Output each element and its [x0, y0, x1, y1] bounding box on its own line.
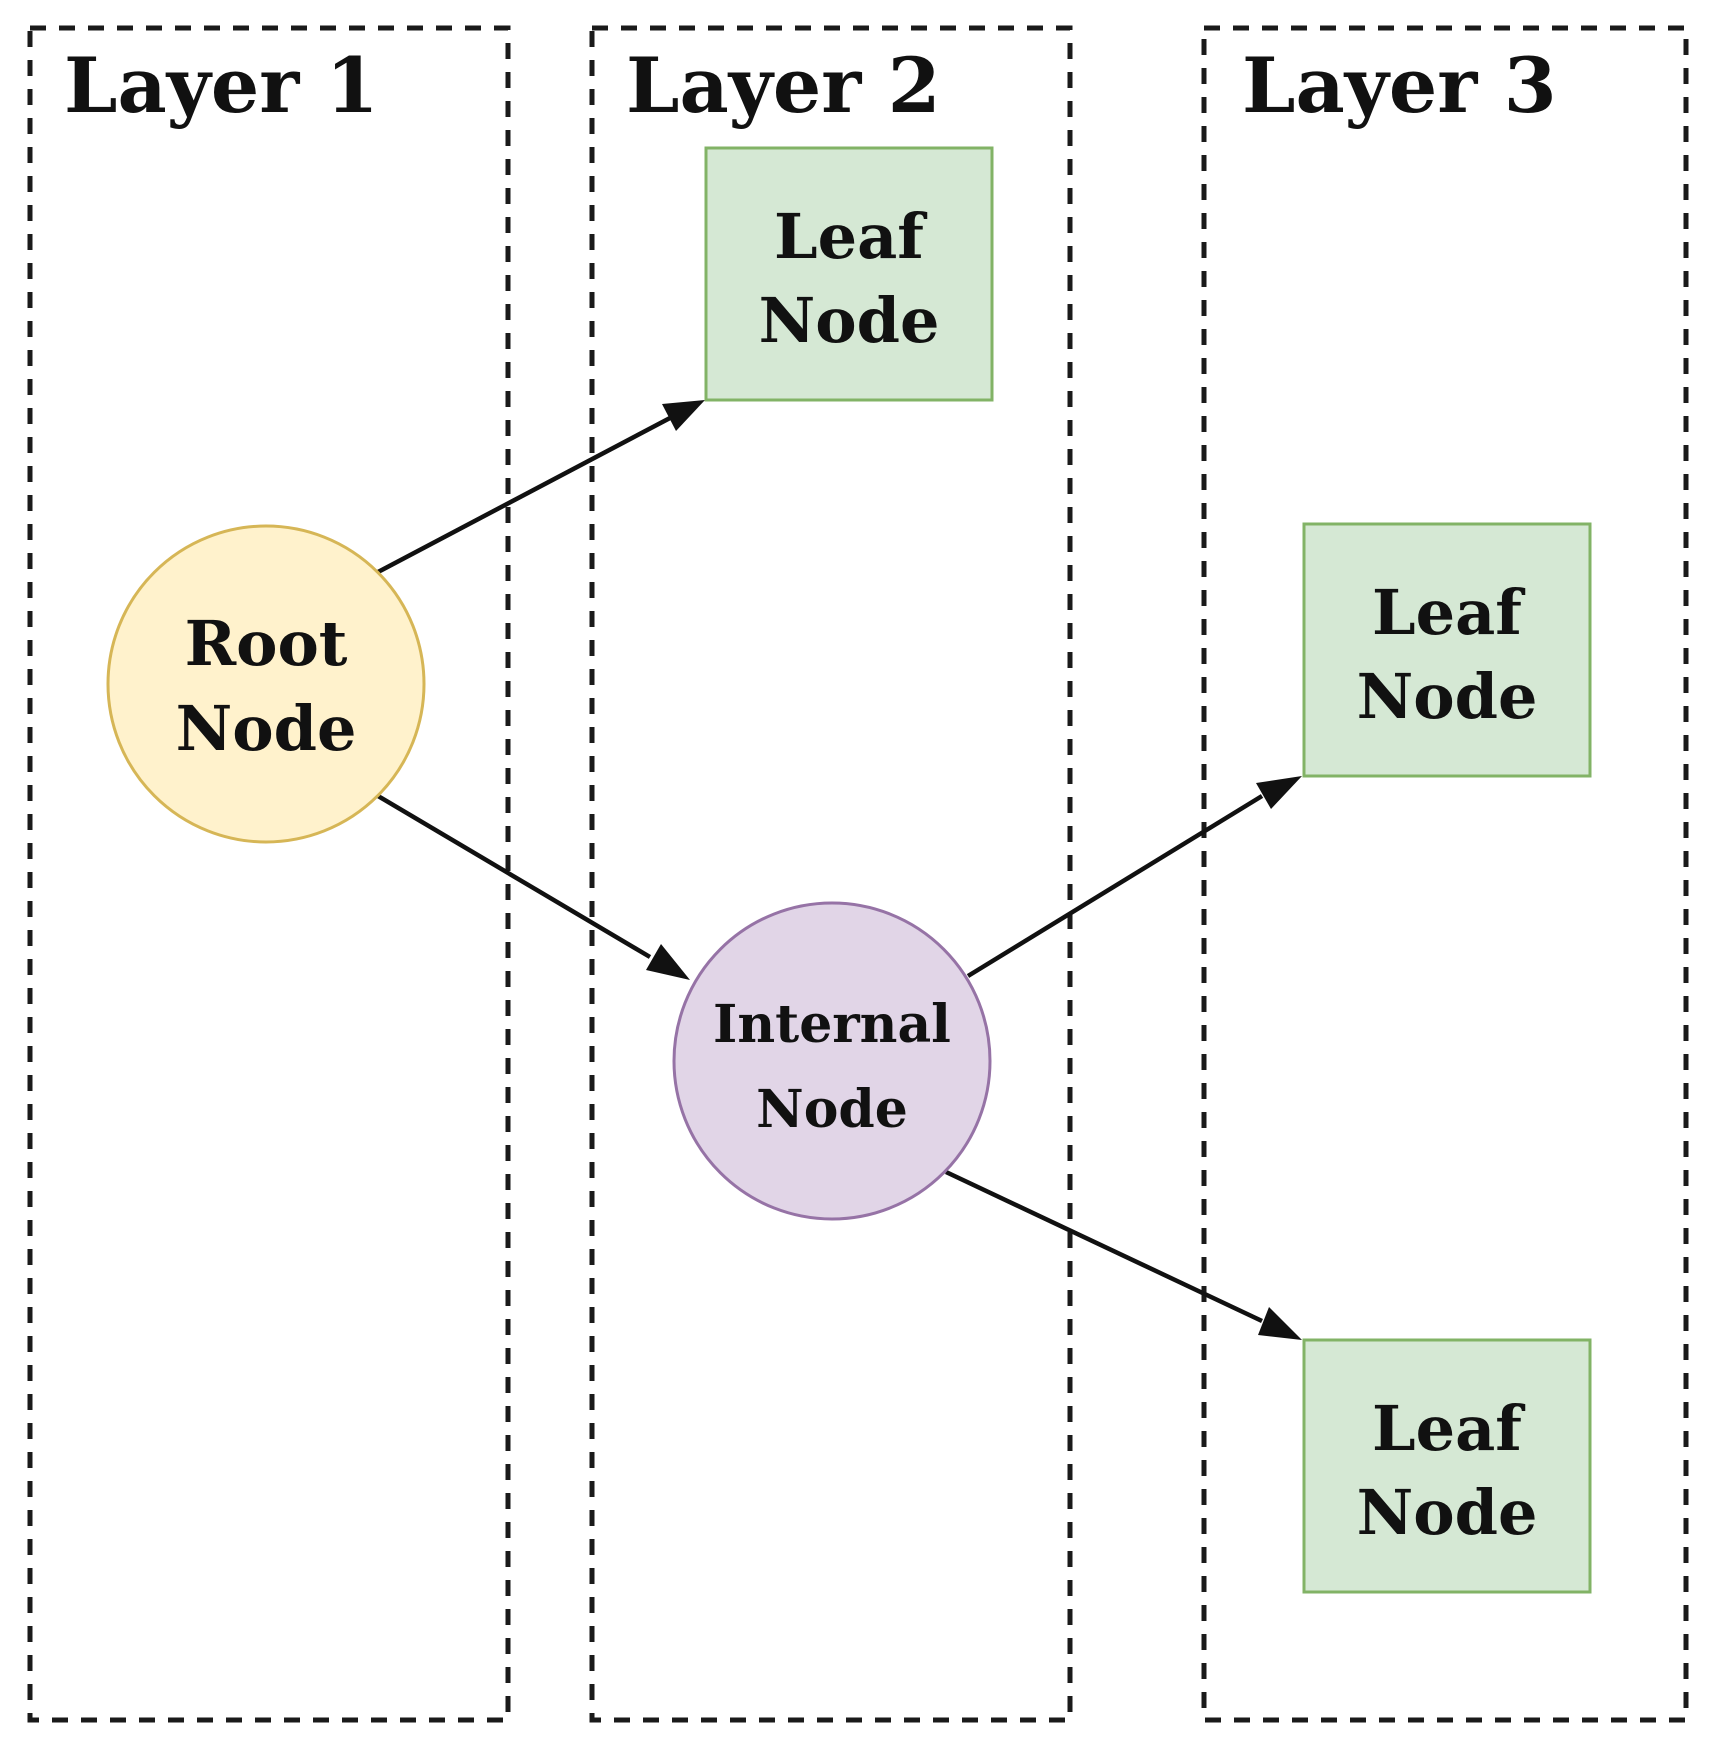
- edge-internal-to-leaf-layer3-top: [966, 794, 1264, 978]
- leaf-node-layer3-bottom: Leaf Node: [1302, 1338, 1592, 1594]
- leaf-node-layer3-top-label-line2: Node: [1357, 660, 1538, 733]
- leaf-node-layer2-label-line1: Leaf: [774, 200, 927, 273]
- internal-node-label-line2: Node: [756, 1079, 908, 1140]
- layer-1-box: [27, 25, 511, 1723]
- layer-3-box: [1201, 25, 1689, 1723]
- leaf-node-layer3-bottom-box: [1302, 1338, 1592, 1594]
- layer-1-title: Layer 1: [64, 41, 379, 130]
- leaf-node-layer3-top-box: [1302, 522, 1592, 778]
- edge-root-to-leaf-layer2: [376, 416, 672, 574]
- internal-node-circle: [672, 901, 992, 1221]
- leaf-node-layer3-top: Leaf Node: [1302, 522, 1592, 778]
- layer-2-title: Layer 2: [626, 41, 941, 130]
- leaf-node-layer2-label-line2: Node: [759, 284, 940, 357]
- internal-node: Internal Node: [672, 901, 992, 1221]
- leaf-node-layer2-box: [704, 146, 994, 402]
- leaf-node-layer3-bottom-label-line2: Node: [1357, 1476, 1538, 1549]
- leaf-node-layer3-top-label-line1: Leaf: [1372, 576, 1525, 649]
- arrowhead: [646, 944, 690, 980]
- root-node-label-line1: Root: [185, 607, 348, 680]
- leaf-node-layer2: Leaf Node: [704, 146, 994, 402]
- leaf-node-layer3-bottom-label-line1: Leaf: [1372, 1392, 1525, 1465]
- root-node-circle: [106, 524, 426, 844]
- edge-root-to-internal: [376, 794, 652, 959]
- layer-3-title: Layer 3: [1242, 41, 1557, 130]
- layer-2-box: [589, 25, 1073, 1723]
- internal-node-label-line1: Internal: [713, 994, 951, 1055]
- root-node: Root Node: [106, 524, 426, 844]
- arrowhead: [662, 400, 705, 431]
- arrowhead: [1258, 1307, 1302, 1340]
- edges: [376, 400, 1302, 1340]
- edge-internal-to-leaf-layer3-bottom: [945, 1169, 1263, 1324]
- arrowhead: [1256, 776, 1302, 809]
- root-node-label-line2: Node: [176, 692, 357, 765]
